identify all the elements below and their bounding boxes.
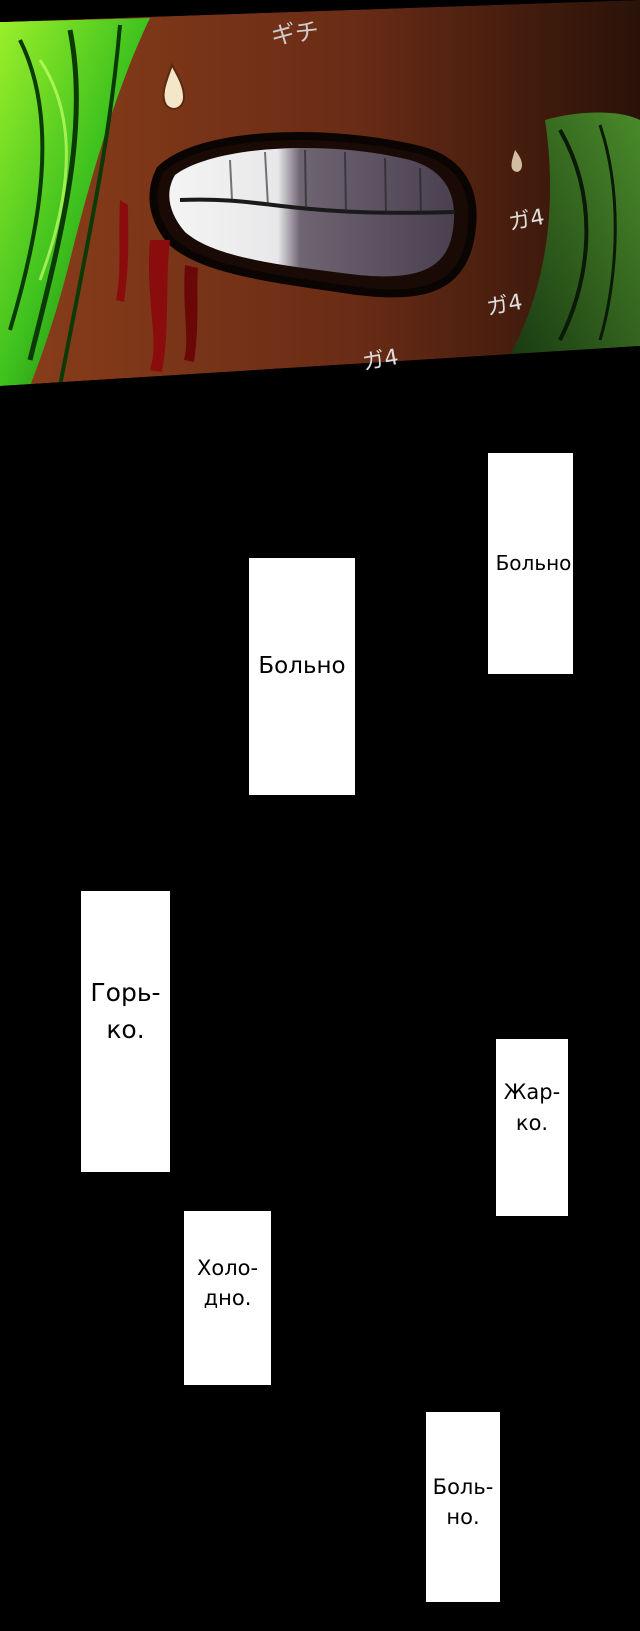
caption-box-2: Больно: [249, 558, 355, 795]
caption-text-6: Боль- но.: [432, 1474, 494, 1529]
caption-text-1: Больно: [495, 551, 572, 575]
caption-box-6: Боль- но.: [426, 1412, 500, 1602]
sfx-text-4: ガ4: [361, 345, 401, 376]
sweat-drop: [162, 62, 186, 110]
caption-box-1: Больно: [488, 453, 573, 674]
sfx-text-3: ガ4: [485, 290, 525, 321]
left-hair-shape: [0, 18, 150, 386]
caption-text-2: Больно: [258, 652, 346, 679]
caption-text-4: Жар- ко.: [503, 1080, 561, 1135]
right-hair-shape: [510, 112, 640, 355]
clenched-teeth-artwork: ギチ ガ4 ガ4 ガ4: [0, 0, 640, 400]
caption-box-3: Горь- ко.: [81, 891, 170, 1172]
caption-text-3: Горь- ко.: [90, 978, 161, 1044]
caption-text-5: Холо- дно.: [196, 1255, 259, 1310]
caption-box-4: Жар- ко.: [496, 1039, 568, 1216]
caption-box-5: Холо- дно.: [184, 1211, 271, 1385]
sfx-text-1: ギチ: [270, 17, 321, 50]
clenched-teeth: [169, 148, 455, 277]
sfx-text-2: ガ4: [507, 205, 547, 236]
illustration-panel: ギチ ガ4 ガ4 ガ4: [0, 0, 640, 400]
